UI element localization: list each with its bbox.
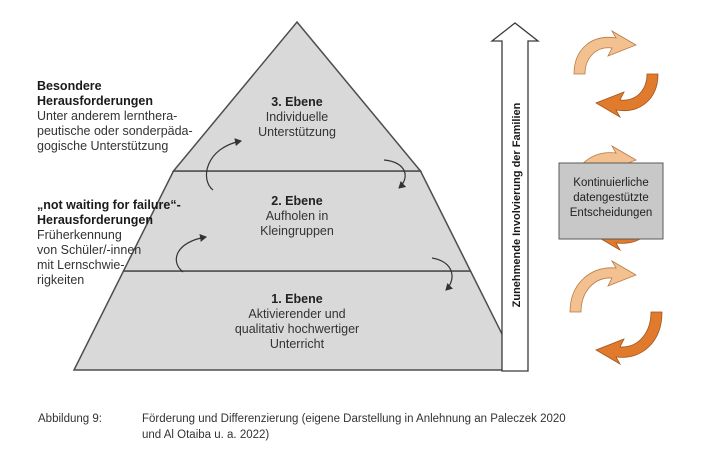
decision-cycle: Kontinuierliche datengestützte Entscheid… [558, 29, 664, 366]
data-box-line-3: Entscheidungen [570, 207, 652, 219]
side-note-top-line-3: gogische Unterstützung [37, 139, 169, 153]
caption-line-1: Förderung und Differenzierung (eigene Da… [142, 413, 566, 425]
side-note-top-line-1: Unter anderem lernthera- [37, 109, 178, 123]
cycle-bottom-dark-arrow [595, 311, 663, 366]
side-note-middle-line-3: mit Lernschwie- [37, 258, 125, 272]
side-note-middle-line-2: von Schüler/-innen [37, 243, 142, 257]
level-1-line-1: Aktivierender und [248, 307, 345, 321]
level-2-line-2: Kleingruppen [260, 224, 334, 238]
level-1-title: 1. Ebene [271, 292, 322, 306]
pyramid-level-3-shape [171, 20, 423, 172]
level-3-line-2: Unterstützung [258, 125, 336, 139]
pyramid: 3. Ebene Individuelle Unterstützung 2. E… [72, 20, 522, 371]
side-note-middle-line-1: Früherkennung [37, 228, 122, 242]
data-decisions-box [558, 162, 664, 240]
side-note-top-title-2: Herausforderungen [37, 94, 153, 108]
cycle-top-dark-arrow [595, 73, 659, 119]
side-note-special-challenges: Besondere Herausforderungen Unter andere… [37, 79, 217, 154]
side-note-top-line-2: peutische oder sonderpäda- [37, 124, 193, 138]
cycle-top-light-arrow [573, 29, 637, 75]
side-note-middle-line-4: rigkeiten [37, 273, 85, 287]
level-2-title: 2. Ebene [271, 194, 322, 208]
level-1-line-3: Unterricht [270, 337, 325, 351]
curved-arrow-left-upper [205, 138, 242, 191]
side-note-top-title-1: Besondere [37, 79, 102, 93]
side-note-middle-title-1: „not waiting for failure“- [37, 198, 181, 212]
curved-arrow-right-lower [431, 257, 454, 291]
data-box-line-2: datengestützte [573, 192, 648, 204]
cycle-bottom-light-arrow [569, 259, 637, 313]
caption-text: Förderung und Differenzierung (eigene Da… [142, 411, 682, 443]
level-transition-arrows [175, 138, 454, 291]
outlined-up-arrow [490, 22, 540, 372]
caption-line-2: und Al Otaiba u. a. 2022) [142, 429, 270, 441]
curved-arrow-right-upper [383, 159, 407, 189]
side-note-middle-title-2: Herausforderungen [37, 213, 153, 227]
family-involvement-arrow: Zunehmende Involvierung der Familien [490, 22, 540, 372]
data-box-line-1: Kontinuierliche [573, 177, 648, 189]
level-3-title: 3. Ebene [271, 95, 322, 109]
level-3-line-1: Individuelle [266, 110, 329, 124]
side-note-not-waiting-for-failure: „not waiting for failure“- Herausforderu… [37, 198, 227, 288]
level-2-line-1: Aufholen in [266, 209, 329, 223]
curved-arrow-left-lower [175, 234, 207, 273]
level-1-line-2: qualitativ hochwertiger [235, 322, 359, 336]
family-involvement-label: Zunehmende Involvierung der Familien [511, 102, 523, 307]
caption-label: Abbildung 9: [38, 413, 102, 425]
